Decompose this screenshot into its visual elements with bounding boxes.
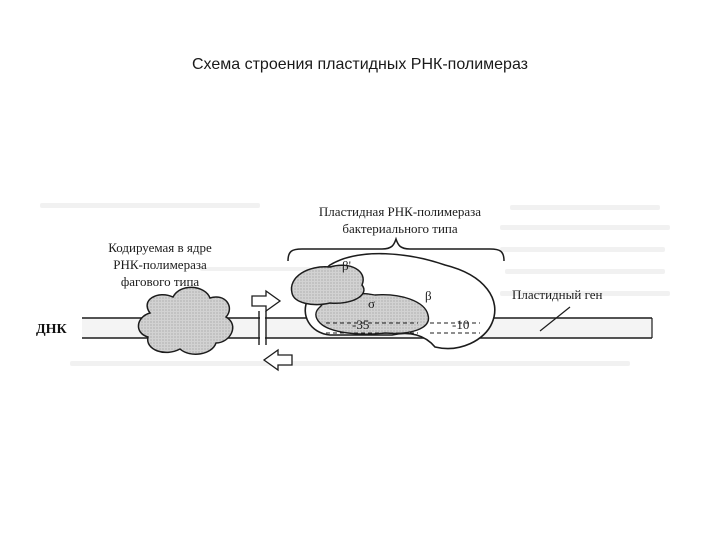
phage-type-label-line1: Кодируемая в ядре xyxy=(108,240,212,255)
core-subunit-blob xyxy=(315,292,430,335)
beta-prime-subunit-blob xyxy=(290,264,365,306)
rna-polymerase-diagram: Пластидная РНК-полимераза бактериального… xyxy=(30,195,700,380)
phage-polymerase-blob xyxy=(137,286,234,355)
minus-10-label: -10 xyxy=(452,317,469,332)
gene-pointer-line xyxy=(539,306,571,332)
bracket-brace xyxy=(287,236,505,262)
bacterial-type-label-line2: бактериального типа xyxy=(342,221,458,236)
phage-type-label-line3: фагового типа xyxy=(121,274,200,289)
dna-label: ДНК xyxy=(36,322,68,337)
beta-label: β xyxy=(425,288,432,303)
background-text-ghost xyxy=(40,203,670,366)
promoter-boxes xyxy=(326,322,480,334)
left-arrow-icon xyxy=(262,348,293,372)
phage-type-label-line2: РНК-полимераза xyxy=(113,257,207,272)
sigma-label: σ xyxy=(368,296,375,311)
slide-title: Схема строения пластидных РНК-полимераз xyxy=(191,56,528,73)
plastid-gene-label: Пластидный ген xyxy=(512,287,602,302)
minus-35-label: -35 xyxy=(352,317,369,332)
right-arrow-icon xyxy=(251,289,282,313)
bacterial-type-label-line1: Пластидная РНК-полимераза xyxy=(319,204,481,219)
beta-prime-label: β' xyxy=(342,258,351,273)
